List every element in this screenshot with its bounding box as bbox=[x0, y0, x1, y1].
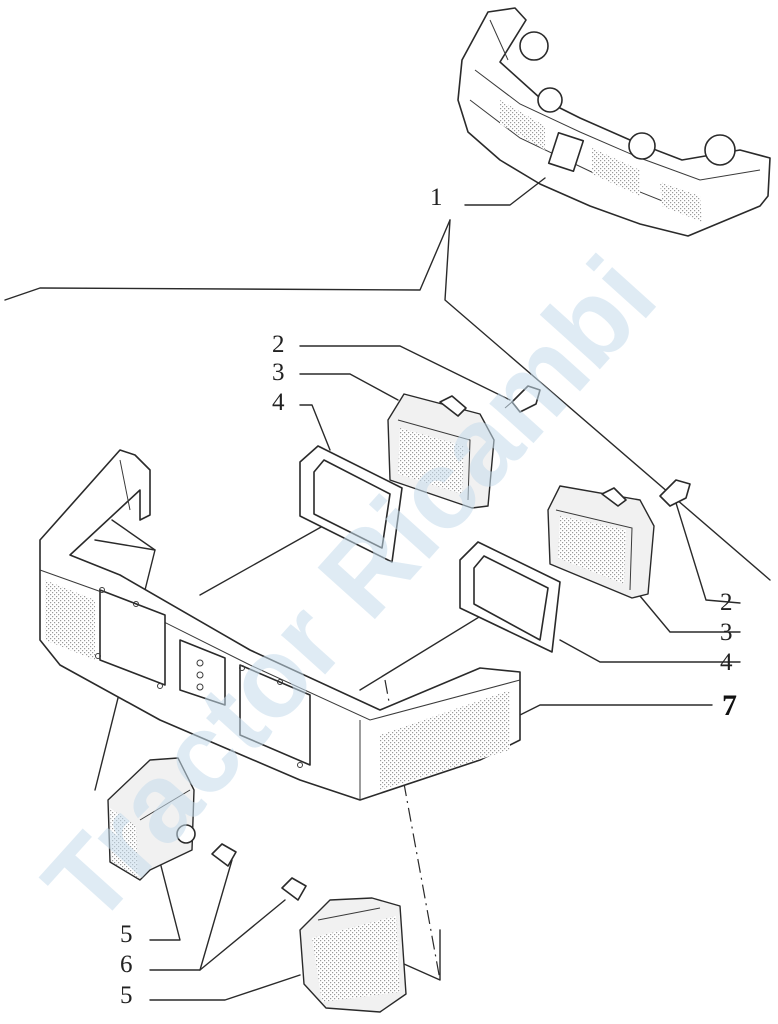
callout-2-upper: 2 bbox=[272, 331, 285, 358]
callout-4-right: 4 bbox=[720, 649, 733, 676]
callout-6: 6 bbox=[120, 951, 133, 978]
bulb-6-lower bbox=[281, 877, 307, 901]
headlamp-upper bbox=[387, 393, 495, 509]
callout-2-right: 2 bbox=[720, 589, 733, 616]
headlamp-right bbox=[547, 485, 655, 599]
callout-1: 1 bbox=[430, 184, 443, 211]
bulb-6-upper bbox=[211, 843, 237, 867]
callout-3-right: 3 bbox=[720, 619, 733, 646]
callout-5-lower: 5 bbox=[120, 982, 133, 1009]
callout-labels: 1 2 3 4 2 3 4 7 5 6 5 bbox=[120, 184, 737, 1009]
side-lamp-right bbox=[299, 897, 407, 1013]
side-lamp-left bbox=[107, 757, 196, 881]
callout-3-upper: 3 bbox=[272, 359, 285, 386]
bulb-upper bbox=[504, 385, 541, 413]
gasket-frame-upper bbox=[299, 445, 403, 563]
callout-4-upper: 4 bbox=[272, 389, 285, 416]
callout-5-upper: 5 bbox=[120, 921, 133, 948]
gasket-frame-right bbox=[459, 541, 561, 653]
assembly-overview-top bbox=[457, 7, 771, 237]
bulb-right bbox=[659, 479, 691, 507]
callout-7: 7 bbox=[722, 689, 737, 722]
front-panel-assembly bbox=[39, 449, 521, 801]
